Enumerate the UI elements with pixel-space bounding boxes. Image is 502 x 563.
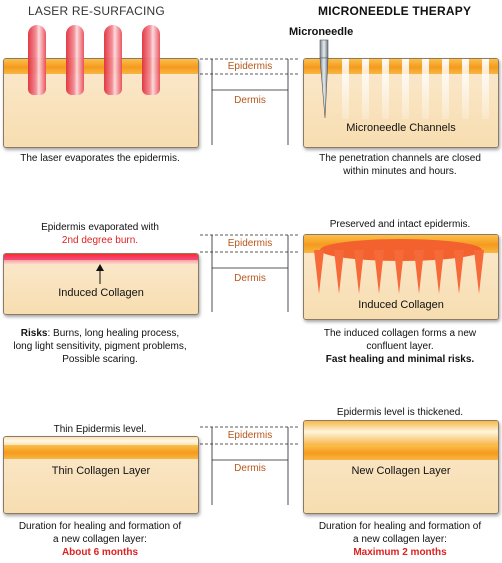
microneedle-row3-top: Epidermis level is thickened. — [336, 407, 464, 418]
microneedle-skin-box-row1: Microneedle Channels — [303, 58, 499, 148]
laser-induced-collagen-label: Induced Collagen — [58, 287, 144, 299]
dermis-label-row1: Dermis — [234, 95, 266, 106]
dermis-label-row3: Dermis — [234, 463, 266, 474]
burn-layer — [4, 254, 198, 260]
microneedle-channel — [342, 59, 349, 119]
microneedle-row2-top: Preserved and intact epidermis. — [329, 219, 471, 230]
laser-skin-box-row3: Thin Collagen Layer — [3, 436, 199, 514]
microneedle-row3-caption-2: a new collagen layer: — [353, 534, 447, 545]
microneedle-channel — [482, 59, 489, 119]
laser-beam-2 — [66, 25, 84, 95]
microneedle-row1-caption-2: within minutes and hours. — [343, 166, 457, 177]
risks-line-2: long light sensitivity, pigment problems… — [13, 341, 187, 352]
thick-epidermis-layer — [304, 421, 498, 445]
laser-beam-3 — [104, 25, 122, 95]
epidermis-layer — [304, 59, 498, 74]
laser-beam-1 — [28, 25, 46, 95]
laser-beam-4 — [142, 25, 160, 95]
microneedle-skin-box-row2: Induced Collagen — [303, 234, 499, 320]
laser-resurfacing-title: LASER RE-SURFACING — [28, 4, 165, 18]
microneedle-channel — [462, 59, 469, 119]
laser-row1-caption: The laser evaporates the epidermis. — [20, 153, 180, 164]
laser-row2-top-2: 2nd degree burn. — [61, 235, 139, 246]
microneedle-row2-caption-1: The induced collagen forms a new — [323, 328, 477, 339]
epidermis-label-row2: Epidermis — [227, 238, 273, 249]
microneedle-channel — [422, 59, 429, 119]
microneedle-channel — [382, 59, 389, 119]
microneedle-row1-caption-1: The penetration channels are closed — [319, 153, 481, 164]
risks-line-1: Risks: Burns, long healing process, — [20, 328, 180, 339]
microneedle-therapy-title: MICRONEEDLE THERAPY — [318, 4, 472, 18]
risks-label: Risks — [20, 328, 48, 339]
new-collagen-band — [304, 445, 498, 460]
microneedle-skin-box-row3: New Collagen Layer — [303, 420, 499, 514]
microneedle-row2-caption-3: Fast healing and minimal risks. — [325, 354, 475, 365]
epidermis-label-row1: Epidermis — [227, 61, 273, 72]
microneedle-row3-caption-1: Duration for healing and formation of — [318, 521, 482, 532]
thin-collagen-band — [4, 445, 198, 459]
dermis-label-row2: Dermis — [234, 273, 266, 284]
microneedle-channel — [362, 59, 369, 119]
new-collagen-label: New Collagen Layer — [351, 465, 451, 477]
laser-row3-duration: About 6 months — [61, 547, 139, 558]
microneedle-channel — [442, 59, 449, 119]
microneedle-channel — [402, 59, 409, 119]
laser-row2-top-1: Epidermis evaporated with — [41, 222, 159, 233]
microneedle-row2-caption-2: confluent layer. — [366, 341, 434, 352]
laser-row3-top: Thin Epidermis level. — [53, 424, 147, 435]
microneedle-induced-collagen-label: Induced Collagen — [358, 299, 444, 311]
laser-row3-caption-1: Duration for healing and formation of — [18, 521, 182, 532]
epidermis-label-row3: Epidermis — [227, 430, 273, 441]
laser-skin-box-row2: Induced Collagen — [3, 253, 199, 315]
microneedle-label: Microneedle — [289, 26, 354, 38]
microneedle-row3-duration: Maximum 2 months — [353, 547, 447, 558]
microneedle-channels-label: Microneedle Channels — [346, 122, 456, 134]
risks-line-3: Possible scaring. — [62, 354, 138, 365]
thin-collagen-label: Thin Collagen Layer — [51, 465, 151, 477]
laser-row3-caption-2: a new collagen layer: — [53, 534, 147, 545]
